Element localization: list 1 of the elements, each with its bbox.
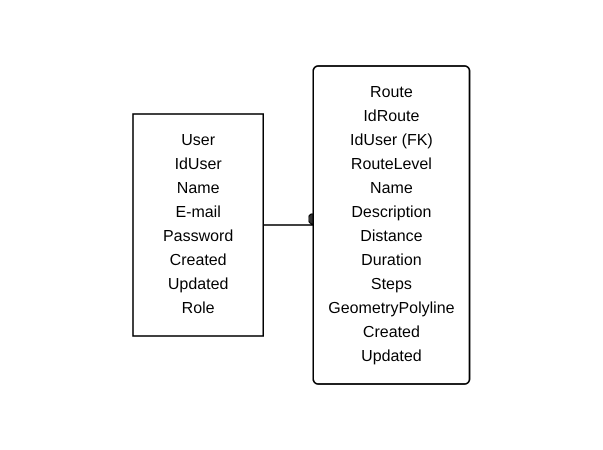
node-box: User IdUser Name E-mail Password Created Updated Role bbox=[132, 113, 264, 337]
